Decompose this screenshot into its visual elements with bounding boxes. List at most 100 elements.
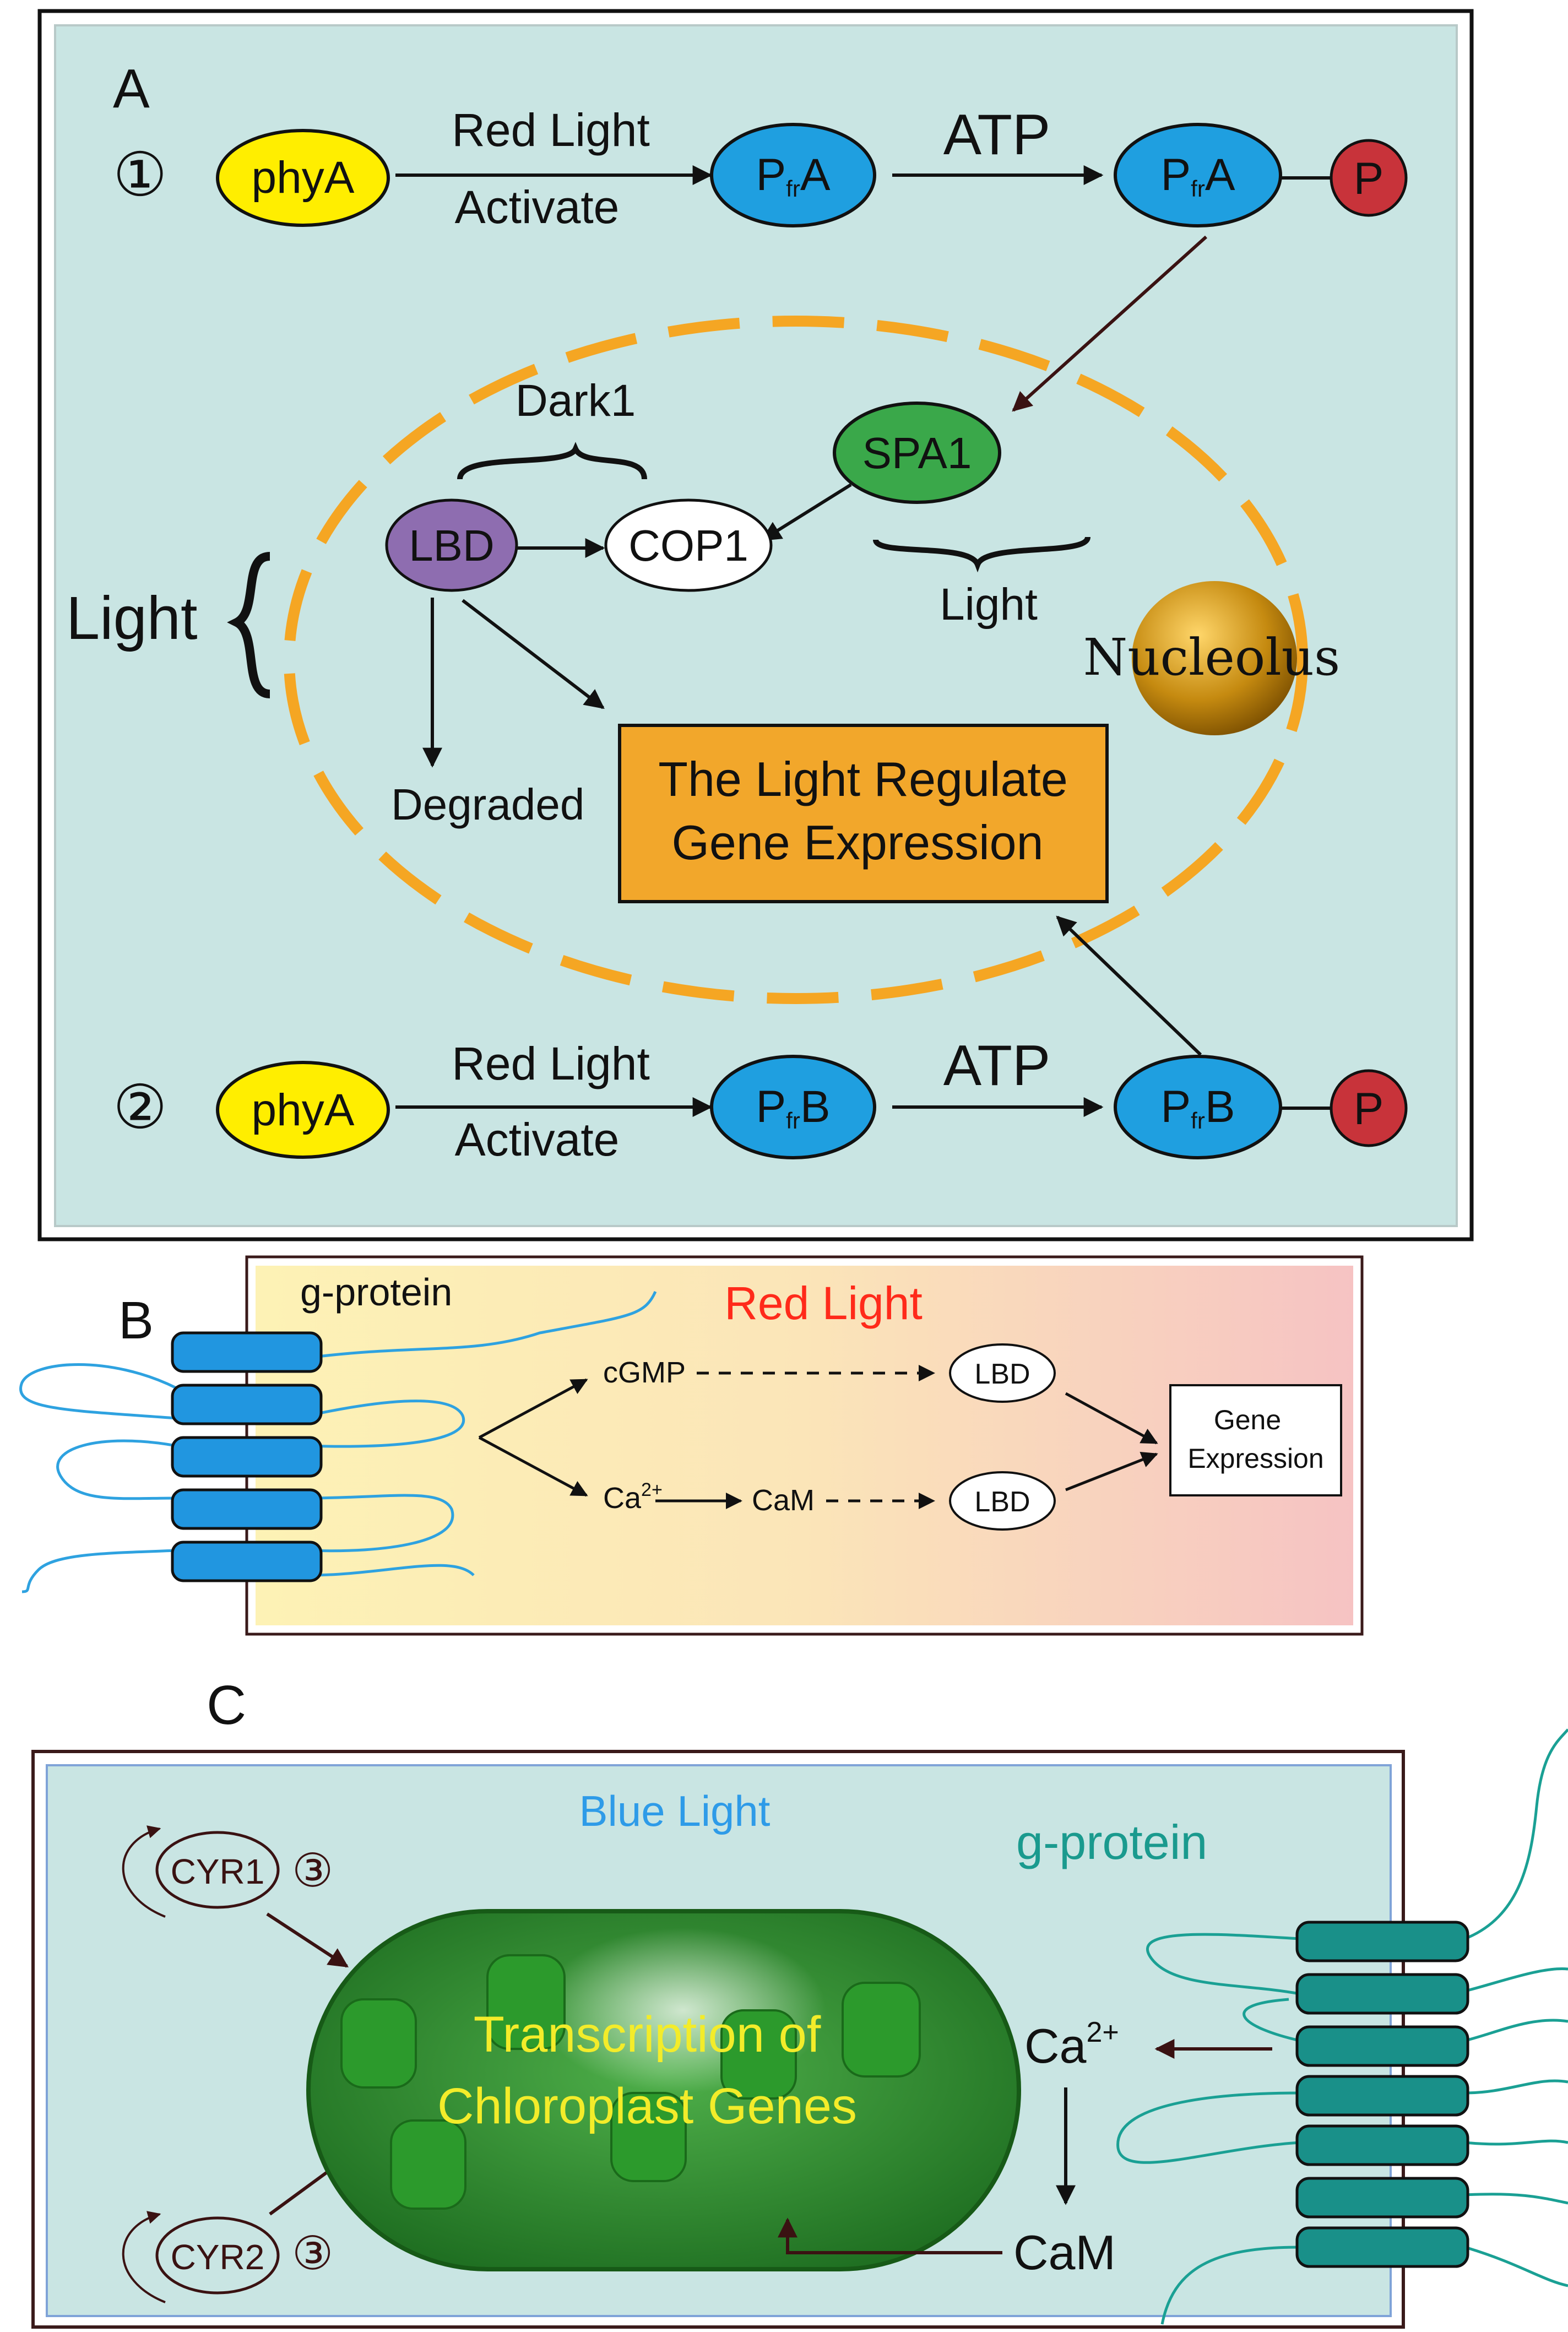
panel-b-helix-3 <box>171 1436 323 1478</box>
panel-c-helix-3 <box>1295 2025 1469 2067</box>
panel-c-helix-5 <box>1295 2124 1469 2166</box>
phosphate-label-2: P <box>1354 1084 1384 1134</box>
panel-c-ca-label: Ca2+ <box>1024 2016 1119 2073</box>
pathway-1-marker: ① <box>113 139 167 210</box>
degraded-label: Degraded <box>391 780 584 829</box>
lbd-node <box>385 498 518 592</box>
cyr1-to-chloroplast-arrow <box>266 1912 349 1968</box>
panel-b-receptor <box>171 1331 323 1582</box>
light-brace-label: Light <box>940 579 1038 630</box>
panel-b-helix-1 <box>171 1331 323 1373</box>
gene-box-line-2: Gene Expression <box>671 815 1043 870</box>
gene-expression-box <box>618 724 1109 903</box>
pathway-2: ② phyA Red Light Activate PfrB ATP PfrB … <box>113 915 1408 1165</box>
panel-c-g-protein-label: g-protein <box>1016 1815 1207 1869</box>
pfra-label: PfrA <box>756 150 830 202</box>
cyr1-cycle-arrow <box>122 1825 166 1918</box>
panel-b-lbd-top <box>949 1343 1056 1403</box>
panel-b-cgmp-label: cGMP <box>603 1356 686 1389</box>
pfra-p-label: PfrA <box>1160 150 1235 202</box>
panel-c-receptor-strands <box>1116 1728 1568 2325</box>
dark1-brace <box>457 442 647 480</box>
pfra-to-spa1-arrow <box>1012 235 1208 412</box>
phya-node-2 <box>216 1061 390 1159</box>
thylakoid-stack-3 <box>390 2119 466 2210</box>
phosphate-node-1 <box>1330 139 1408 217</box>
cam-to-chloroplast-arrow <box>778 2217 1002 2254</box>
cop1-node <box>604 498 773 592</box>
activate-label-1: Activate <box>455 181 620 233</box>
phosphate-node-2 <box>1330 1069 1408 1147</box>
phya-label-1: phyA <box>252 153 355 203</box>
spa1-to-cop1-arrow <box>761 483 852 541</box>
panel-b-lbd-bottom-to-gene-arrow <box>1065 1451 1158 1492</box>
panel-b-g-protein-label: g-protein <box>300 1271 452 1314</box>
panel-c-helix-7 <box>1295 2226 1469 2268</box>
panel-c-receptor <box>1295 1921 1469 2268</box>
cyr1-label: CYR1 <box>171 1852 265 1891</box>
phosphate-label-1: P <box>1354 154 1384 204</box>
atp-label-1: ATP <box>943 103 1051 167</box>
panel-c-cam-label: CaM <box>1013 2225 1116 2280</box>
panel-b-cam-label: CaM <box>752 1484 815 1517</box>
red-light-label-1: Red Light <box>452 104 650 156</box>
phya-node-1 <box>216 129 390 227</box>
pfrb-to-gene-arrow <box>1056 915 1202 1056</box>
pfra-p-node <box>1114 123 1282 227</box>
pfrb-node <box>710 1055 876 1159</box>
panel-b-lbd-bottom <box>949 1471 1056 1531</box>
cyr1-node <box>155 1831 280 1909</box>
panel-b-ca-label: Ca2+ <box>603 1479 663 1515</box>
panel-c: C Blue Light g-protein CYR1 ③ CYR2 ③ <box>31 1674 1568 2329</box>
thylakoid-stacks <box>340 1954 921 2210</box>
panel-b-helix-4 <box>171 1488 323 1530</box>
thylakoid-stack-2 <box>486 1954 566 2050</box>
panel-c-helix-6 <box>1295 2177 1469 2219</box>
lbd-to-gene-arrow <box>462 599 605 709</box>
panel-b-lbd-bottom-label: LBD <box>974 1486 1030 1518</box>
thylakoid-stack-6 <box>842 1982 921 2078</box>
panel-b-receptor-strands <box>19 1290 657 1593</box>
chloroplast: Transcription of Chloroplast Genes <box>306 1909 1021 2271</box>
panel-b-gene-box <box>1169 1384 1342 1496</box>
light-side-label: Light <box>66 584 198 652</box>
panel-b-red-light-label: Red Light <box>724 1277 923 1329</box>
panel-c-helix-1 <box>1295 1921 1469 1962</box>
panel-c-blue-light-label: Blue Light <box>579 1787 771 1835</box>
panel-b-fork-down-arrow <box>478 1436 588 1497</box>
dark1-label: Dark1 <box>516 376 636 426</box>
panel-c-helix-4 <box>1295 2075 1469 2117</box>
spa1-node <box>833 402 1001 504</box>
cyr2-marker: ③ <box>292 2226 333 2280</box>
light-brace-small <box>873 536 1090 573</box>
pfra-node <box>710 123 876 227</box>
pfrb-p-node <box>1114 1055 1282 1159</box>
thylakoid-stack-1 <box>340 1998 417 2089</box>
cyr2-label: CYR2 <box>171 2237 265 2277</box>
pfrb-p-label: PfrB <box>1160 1082 1235 1134</box>
chloroplast-text-line-2: Chloroplast Genes <box>437 2078 857 2134</box>
pathway-2-marker: ② <box>113 1072 167 1142</box>
gene-box-line-1: The Light Regulate <box>658 752 1068 806</box>
panel-b-label: B <box>118 1291 154 1350</box>
pathway-1: ① phyA Red Light Activate PfrA ATP PfrA … <box>113 103 1408 233</box>
atp-label-2: ATP <box>943 1034 1051 1098</box>
panel-b-helix-2 <box>171 1384 323 1425</box>
panel-a-label: A <box>113 58 150 120</box>
pfrb-label: PfrB <box>756 1082 830 1134</box>
nucleolus-label: Nucleolus <box>1083 628 1340 687</box>
lbd-label: LBD <box>409 521 495 570</box>
cop1-label: COP1 <box>628 521 748 570</box>
cyr1-group: CYR1 ③ <box>122 1825 349 1968</box>
spa1-label: SPA1 <box>862 429 972 478</box>
cyr2-node <box>155 2216 280 2295</box>
panel-b-fork-up-arrow <box>478 1378 588 1439</box>
panel-b-gene-line-1: Gene <box>1214 1404 1281 1435</box>
panel-b-helix-5 <box>171 1541 323 1582</box>
thylakoid-stack-4 <box>610 2092 687 2182</box>
panel-b-lbd-top-label: LBD <box>974 1358 1030 1390</box>
panel-b: B g-protein Red Light cGMP Ca2+ CaM <box>19 1255 1364 1636</box>
panel-c-label: C <box>207 1674 246 1736</box>
cyr2-cycle-arrow <box>122 2211 166 2303</box>
